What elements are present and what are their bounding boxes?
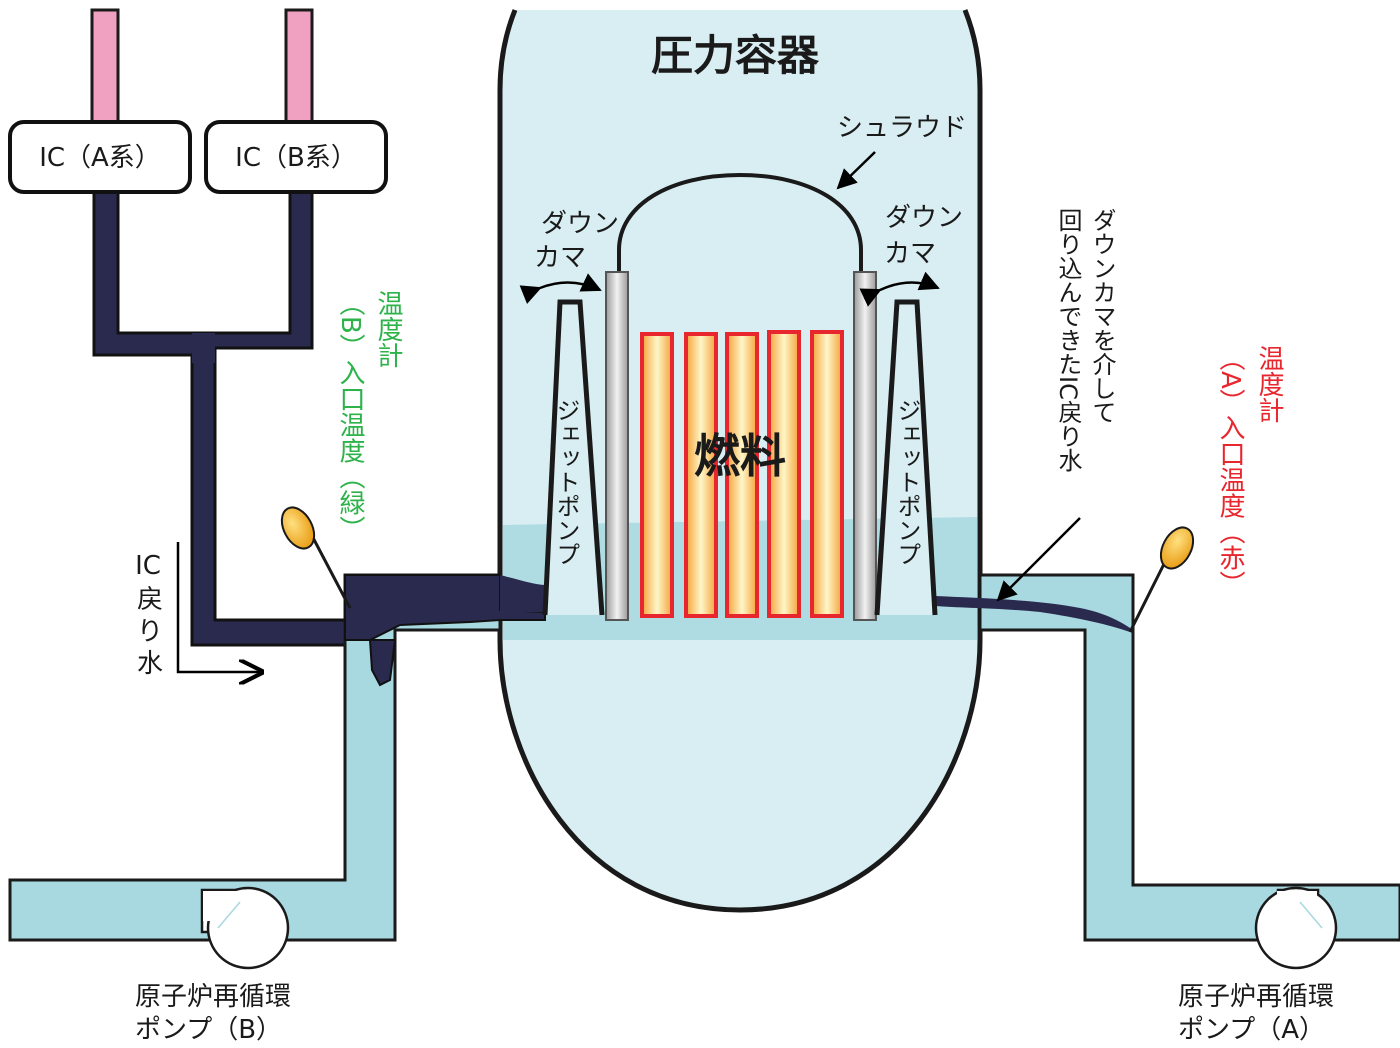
pump-a-line1: 原子炉再循環	[1178, 982, 1334, 1012]
ic-b-label: IC（B系）	[235, 143, 357, 173]
downcomer-right-line1: ダウン	[885, 203, 963, 233]
downcomer-arrow-left	[519, 273, 602, 304]
shroud-wall-right	[853, 271, 877, 621]
ic-a-box: IC（A系）	[8, 120, 192, 194]
shroud-pointer	[836, 151, 876, 190]
thermo-b-line2: （B）入口温度（緑）	[335, 290, 365, 542]
ic-return-piping	[92, 188, 347, 647]
shroud	[617, 172, 863, 272]
recirc-pump-a	[1254, 886, 1338, 970]
downcomer-arrow-right	[859, 271, 940, 307]
recirc-pump-b	[200, 886, 290, 970]
pump-b-line1: 原子炉再循環	[135, 982, 291, 1012]
ic-return-line3: り	[137, 617, 163, 647]
thermo-b-line1: 温度計	[373, 290, 403, 368]
downcomer-left-line1: ダウン	[541, 209, 619, 239]
ic-return-line1: IC	[135, 551, 161, 581]
ic-water-left-plume	[500, 575, 545, 612]
downcomer-right-line2: カマ	[884, 239, 936, 269]
ic-a-label: IC（A系）	[39, 143, 161, 173]
shroud-wall-left	[605, 271, 629, 621]
downcomer-return-line2: 回り込んできたIC戻り水	[1054, 208, 1082, 472]
ic-water-right-streak	[935, 596, 1130, 632]
thermo-a-line2: （A）入口温度（赤）	[1215, 345, 1245, 597]
thermo-a-line1: 温度計	[1254, 345, 1284, 423]
ic-return-line2: 戻	[137, 585, 163, 615]
recirc-piping-right	[978, 573, 1400, 942]
jet-pump-right-label: ジェットポンプ	[893, 398, 921, 566]
jet-pump-left-label: ジェットポンプ	[552, 398, 580, 566]
downcomer-return-line1: ダウンカマを介して	[1088, 208, 1116, 424]
fuel-rods	[640, 330, 844, 618]
pump-b-line2: ポンプ（B）	[135, 1015, 282, 1045]
thermometer-b-probe	[280, 506, 352, 609]
steam-pipes	[90, 8, 314, 124]
vessel-title: 圧力容器	[651, 31, 820, 80]
downcomer-return-pointer	[996, 517, 1081, 602]
pump-a-line2: ポンプ（A）	[1178, 1015, 1325, 1045]
ic-b-box: IC（B系）	[204, 120, 388, 194]
fuel-label: 燃料	[694, 431, 786, 482]
ic-return-line4: 水	[137, 649, 163, 679]
downcomer-left-line2: カマ	[534, 243, 586, 273]
ic-return-arrow	[176, 542, 262, 672]
shroud-label: シュラウド	[837, 113, 967, 143]
thermometer-a-probe	[1128, 526, 1195, 633]
